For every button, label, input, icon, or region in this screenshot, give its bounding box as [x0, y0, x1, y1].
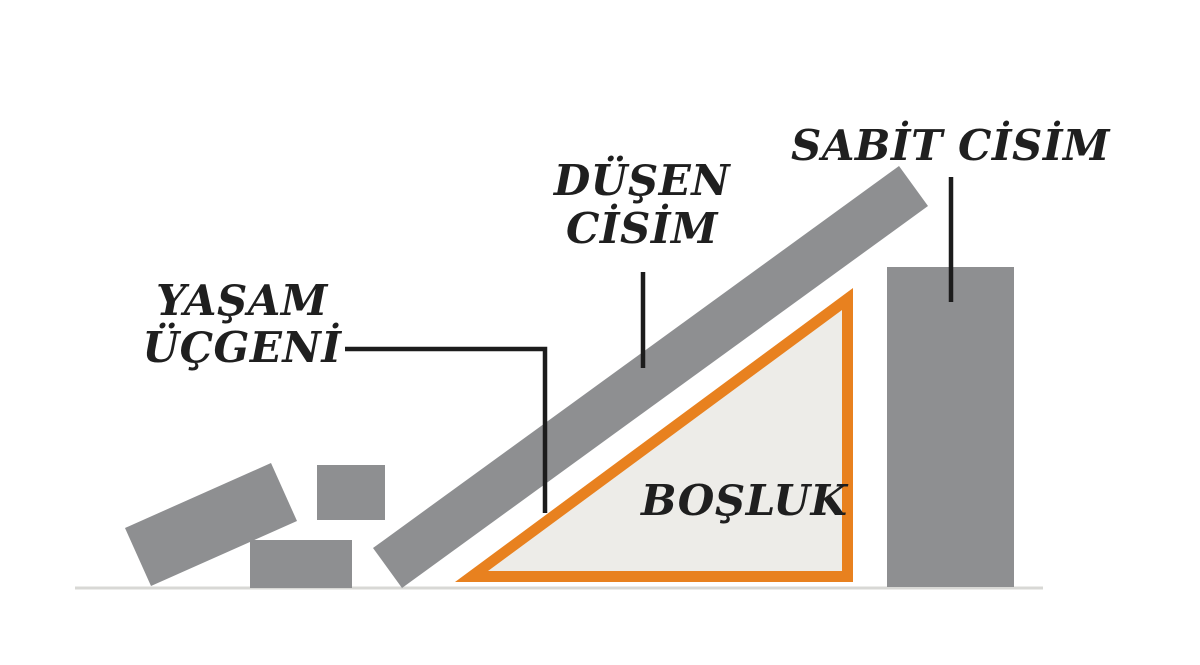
falling-object-label-line1: DÜŞEN: [553, 156, 731, 205]
debris-small-block: [317, 465, 385, 520]
life-triangle-label-line1: YAŞAM: [156, 276, 328, 325]
falling-object-label: DÜŞEN CİSİM: [542, 157, 742, 253]
falling-object-label-line2: CİSİM: [565, 204, 719, 253]
debris-tilted-block: [125, 463, 297, 586]
connector-lines-group: [345, 177, 954, 513]
debris-wide-block: [250, 540, 352, 588]
life-triangle-label: YAŞAM ÜÇGENİ: [122, 277, 362, 371]
falling-beam: [373, 166, 928, 588]
fixed-object-label: SABİT CİSİM: [791, 121, 1110, 170]
life-triangle-connector-line: [345, 346, 548, 513]
life-triangle-fill: [488, 310, 842, 571]
gray-shapes-group: [125, 166, 1014, 588]
fixed-column: [887, 267, 1014, 587]
life-triangle-label-line2: ÜÇGENİ: [142, 323, 342, 372]
void-label: BOŞLUK: [641, 476, 848, 525]
